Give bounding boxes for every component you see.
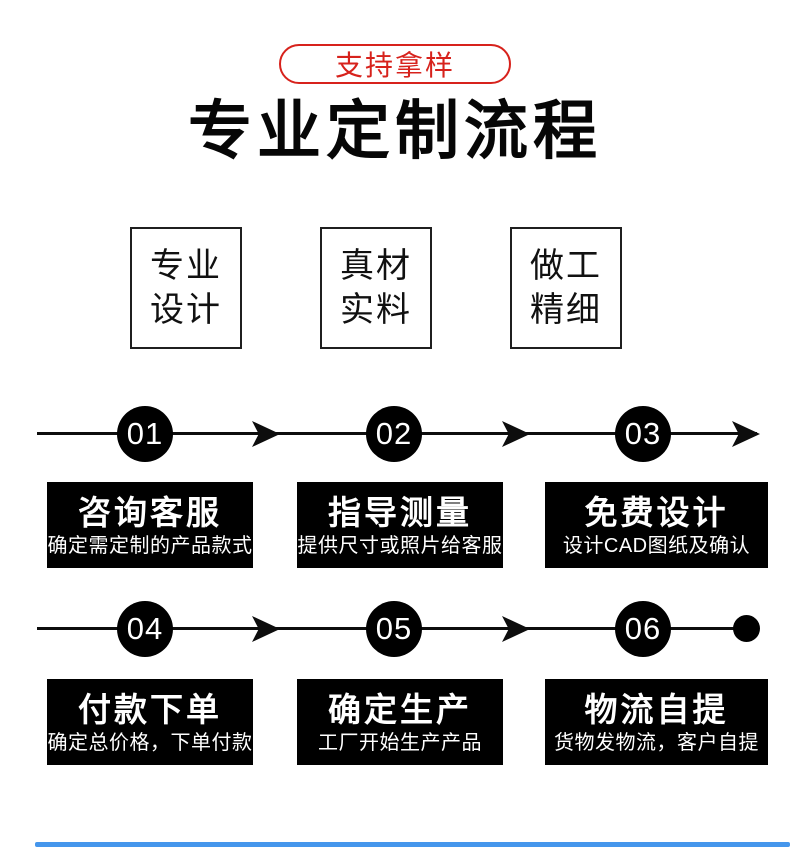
step-title: 确定生产 [328,690,472,728]
step-description: 提供尺寸或照片给客服 [297,534,503,557]
step-card-logistics: 物流自提 货物发物流，客户自提 [545,679,768,765]
feature-line: 真材 [340,247,412,285]
step-card-consult: 咨询客服 确定需定制的产品款式 [47,482,253,568]
feature-box-materials: 真材 实料 [320,227,432,349]
step-title: 指导测量 [328,493,472,531]
step-title: 物流自提 [584,690,729,728]
page-title: 专业定制流程 [188,95,602,167]
step-description: 确定总价格，下单付款 [47,731,253,754]
step-card-production: 确定生产 工厂开始生产产品 [297,679,503,765]
step-number-circle-06: 06 [615,601,671,657]
horizontal-scrollbar-thumb[interactable] [35,842,790,847]
feature-box-workmanship: 做工 精细 [510,227,622,349]
step-number-circle-04: 04 [117,601,173,657]
feature-box-design: 专业 设计 [130,227,242,349]
step-number-circle-03: 03 [615,406,671,462]
step-number-circle-01: 01 [117,406,173,462]
step-title: 咨询客服 [78,493,222,531]
step-number-circle-05: 05 [366,601,422,657]
step-description: 工厂开始生产产品 [318,731,482,754]
feature-line: 精细 [530,291,602,329]
feature-line: 做工 [530,247,602,285]
sample-support-badge: 支持拿样 [278,44,512,84]
step-card-free-design: 免费设计 设计CAD图纸及确认 [545,482,768,568]
step-number-circle-02: 02 [366,406,422,462]
step-title: 付款下单 [78,690,222,728]
feature-line: 实料 [340,291,412,329]
step-title: 免费设计 [584,493,729,531]
step-description: 设计CAD图纸及确认 [562,534,751,557]
feature-line: 专业 [150,247,222,285]
step-description: 确定需定制的产品款式 [47,534,253,557]
flow-end-dot-icon [733,615,760,642]
step-card-measure: 指导测量 提供尺寸或照片给客服 [297,482,503,568]
feature-line: 设计 [150,291,222,329]
sample-support-badge-label: 支持拿样 [334,50,456,81]
step-card-payment: 付款下单 确定总价格，下单付款 [47,679,253,765]
step-description: 货物发物流，客户自提 [554,731,759,754]
